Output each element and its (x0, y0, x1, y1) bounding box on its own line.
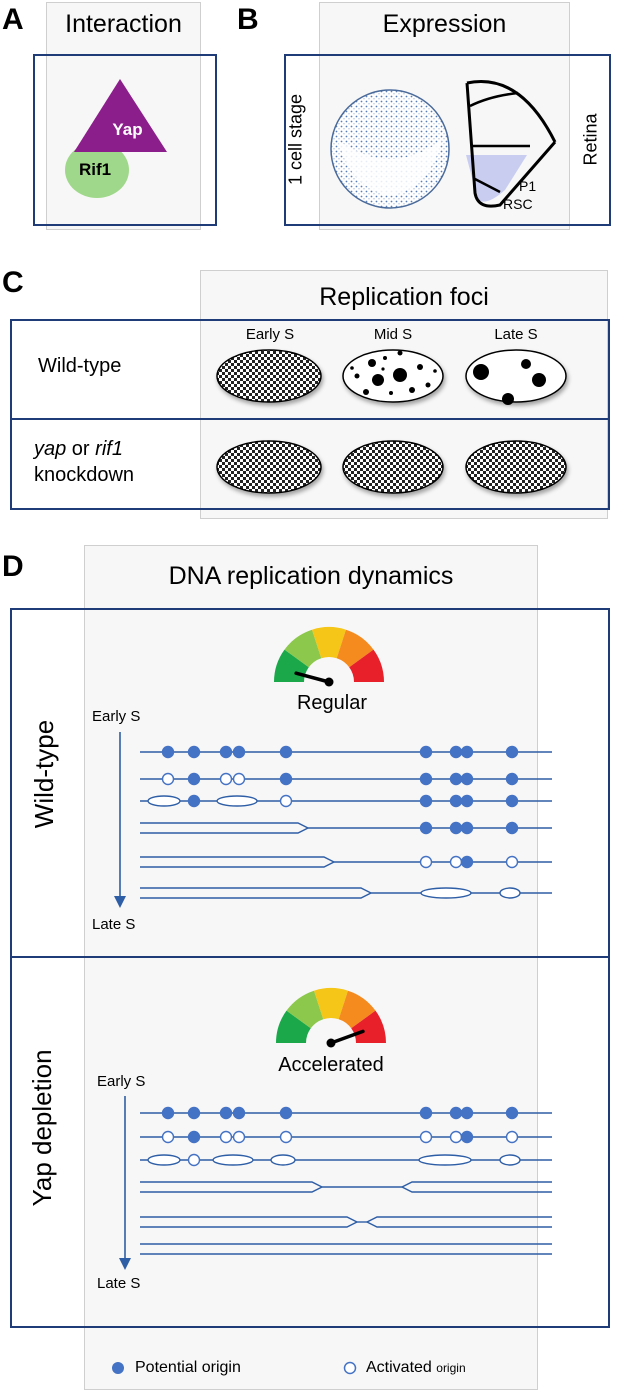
regular-gauge-label: Regular (296, 692, 368, 714)
knockdown-text: knockdown (34, 464, 135, 486)
rif1-italic: rif1 (95, 438, 123, 460)
panel-d-frame (84, 545, 538, 1390)
yap-italic: yap (34, 438, 67, 460)
yap-label: Yap (112, 120, 143, 139)
rsc-label: RSC (503, 196, 533, 212)
rif1-label: Rif1 (78, 160, 112, 179)
stage-label-mid: Mid S (373, 326, 413, 343)
wild-type-row-label: Wild-type (38, 355, 122, 377)
legend-potential-text: Potential origin (135, 1359, 241, 1376)
stage-label-late: Late S (494, 326, 538, 343)
legend-activated-text: Activated origin (366, 1359, 466, 1377)
panel-b-letter: B (237, 3, 259, 36)
or-text: or (66, 438, 96, 460)
panel-a-box (33, 54, 217, 226)
retina-label: Retina (580, 113, 601, 166)
panel-d-letter: D (2, 550, 24, 583)
panel-c-title: Replication foci (319, 283, 489, 311)
legend-activated-sub: origin (436, 1361, 466, 1375)
panel-b-title: Expression (382, 10, 507, 38)
knockdown-row-label: yap or rif1 knockdown (34, 436, 134, 488)
panel-a-title: Interaction (65, 10, 182, 38)
legend-activated-main: Activated (366, 1359, 432, 1376)
yap-row-label: Yap depletion (27, 1049, 57, 1207)
yap-late-label: Late S (97, 1275, 141, 1292)
p1-label: P1 (519, 178, 537, 194)
yap-early-label: Early S (97, 1073, 146, 1090)
panel-a-letter: A (2, 3, 24, 36)
one-cell-stage-label: 1 cell stage (285, 93, 306, 186)
panel-d-wt-box (10, 608, 610, 958)
panel-d-yap-box (10, 956, 610, 1328)
panel-c-letter: C (2, 266, 24, 299)
panel-d-title: DNA replication dynamics (168, 562, 454, 590)
panel-b-box (284, 54, 611, 226)
wt-late-label: Late S (92, 916, 136, 933)
panel-c-row2-box (10, 418, 610, 510)
stage-label-early: Early S (245, 326, 295, 343)
wt-early-label: Early S (92, 708, 141, 725)
wt-row-label: Wild-type (29, 719, 59, 829)
accelerated-gauge-label: Accelerated (278, 1054, 384, 1076)
